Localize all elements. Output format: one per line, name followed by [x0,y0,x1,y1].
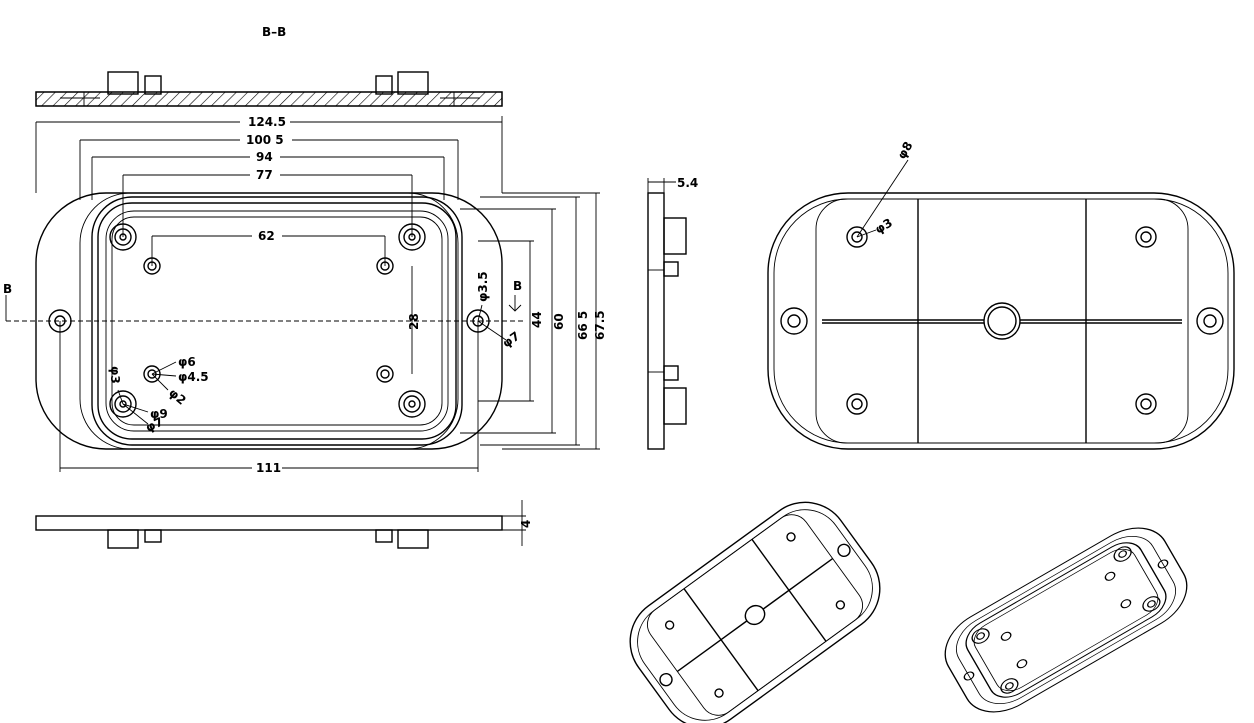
dim-inner-width: 100 5 [246,133,284,147]
callout-phi6: φ6 [178,355,196,369]
dim-height-60: 60 [552,313,566,330]
boss-bottom-left [109,390,137,418]
isometric-back-view [629,501,881,723]
dim-span-111: 111 [256,461,281,475]
dimension-lines [35,116,600,472]
cut-label-right: B [513,279,522,293]
dim-height-66-5: 66 5 [576,311,590,340]
dim-height-44: 44 [530,311,544,328]
cut-label-left: B [3,282,12,296]
pin-holes [143,257,394,383]
section-label: B–B [262,25,286,39]
callout-phi2: φ2 [166,386,189,408]
callout-leaders [117,304,507,425]
section-view-b-b: B–B [35,25,503,107]
callout-back-phi8: φ8 [894,139,915,161]
dim-span-77: 77 [256,168,273,182]
callout-back-phi3: φ3 [873,216,895,237]
callout-phi4-5: φ4.5 [178,370,209,384]
dim-span-62: 62 [258,229,275,243]
callout-phi7-left: φ7 [143,415,165,435]
dim-height-28: 28 [407,313,421,330]
front-view: B B [3,115,607,475]
back-view: φ8 φ3 [767,139,1235,450]
callout-phi9: φ9 [150,407,168,421]
side-view: 5.4 [647,176,698,450]
dim-overall-width: 124.5 [248,115,286,129]
dim-width-94: 94 [256,150,273,164]
callout-phi7-right: φ7 [500,329,523,351]
callout-phi3-5: φ3.5 [476,271,490,302]
boss-bottom-right [398,390,426,418]
dim-height-67-5: 67.5 [593,310,607,340]
dim-bottom-thickness: 4 [519,520,533,528]
isometric-front-view [944,527,1188,713]
dim-side-thickness: 5.4 [677,176,698,190]
callout-phi3-left: φ3 [108,366,122,384]
bottom-view: 4 [35,500,533,549]
